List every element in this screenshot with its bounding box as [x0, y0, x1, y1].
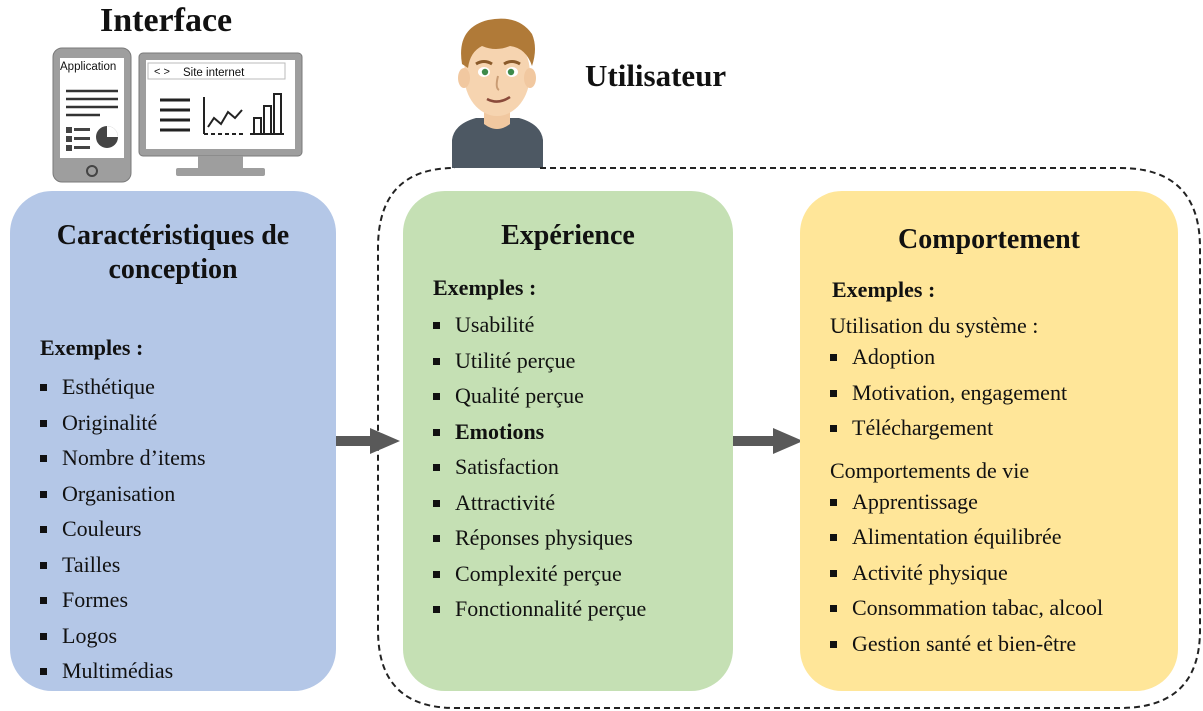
list-item: Couleurs	[40, 511, 336, 547]
system-use-label: Utilisation du système :	[830, 313, 1039, 338]
list-item: Alimentation équilibrée	[830, 519, 1178, 555]
list-item: Complexité perçue	[433, 556, 733, 592]
design-title-line2: conception	[108, 254, 238, 285]
design-examples-label: Exemples :	[40, 335, 144, 360]
list-item: Usabilité	[433, 307, 733, 343]
phone-label: Application	[60, 61, 117, 73]
list-item: Consommation tabac, alcool	[830, 590, 1178, 626]
experience-list: Usabilité Utilité perçue Qualité perçue …	[433, 307, 733, 627]
list-item: Fonctionnalité perçue	[433, 591, 733, 627]
design-panel: Caractéristiques de conception Exemples …	[10, 191, 336, 691]
list-item: Adoption	[830, 339, 1178, 375]
list-item: Activité physique	[830, 555, 1178, 591]
list-item: Motivation, engagement	[830, 375, 1178, 411]
monitor-icon	[138, 52, 303, 177]
list-item: Multimédias	[40, 653, 336, 689]
list-item: Qualité perçue	[433, 378, 733, 414]
lifestyle-label: Comportements de vie	[830, 457, 1030, 483]
list-item: Satisfaction	[433, 449, 733, 485]
lifestyle-list: Apprentissage Alimentation équilibrée Ac…	[830, 484, 1178, 662]
browser-nav-icon: < >	[154, 66, 170, 78]
list-item: Formes	[40, 582, 336, 618]
list-item: Esthétique	[40, 369, 336, 405]
experience-panel: Expérience Exemples : Usabilité Utilité …	[403, 191, 733, 691]
list-item: Attractivité	[433, 485, 733, 521]
behaviour-panel: Comportement Exemples : Utilisation du s…	[800, 191, 1178, 691]
list-item: Organisation	[40, 476, 336, 512]
system-use-list: Adoption Motivation, engagement Téléchar…	[830, 339, 1178, 446]
experience-examples-label: Exemples :	[433, 275, 537, 300]
list-item: Logos	[40, 618, 336, 654]
behaviour-title: Comportement	[898, 224, 1080, 255]
list-item: Originalité	[40, 405, 336, 441]
list-item: Nombre d’items	[40, 440, 336, 476]
user-avatar	[440, 8, 555, 168]
list-item: Utilité perçue	[433, 343, 733, 379]
user-title: Utilisateur	[585, 58, 727, 93]
behaviour-examples-label: Exemples :	[832, 277, 936, 302]
phone-icon	[52, 47, 132, 183]
arrow-experience-to-behaviour	[731, 428, 803, 454]
list-item: Tailles	[40, 547, 336, 583]
list-item-emphasis: Emotions	[433, 414, 733, 450]
design-list: Esthétique Originalité Nombre d’items Or…	[40, 369, 336, 689]
list-item: Réponses physiques	[433, 520, 733, 556]
browser-address: Site internet	[183, 67, 245, 79]
list-item: Téléchargement	[830, 410, 1178, 446]
experience-title: Expérience	[501, 220, 635, 251]
list-item: Gestion santé et bien-être	[830, 626, 1178, 662]
interface-title: Interface	[100, 2, 233, 39]
list-item: Apprentissage	[830, 484, 1178, 520]
arrow-design-to-experience	[334, 428, 400, 454]
design-title-line1: Caractéristiques de	[56, 220, 290, 251]
